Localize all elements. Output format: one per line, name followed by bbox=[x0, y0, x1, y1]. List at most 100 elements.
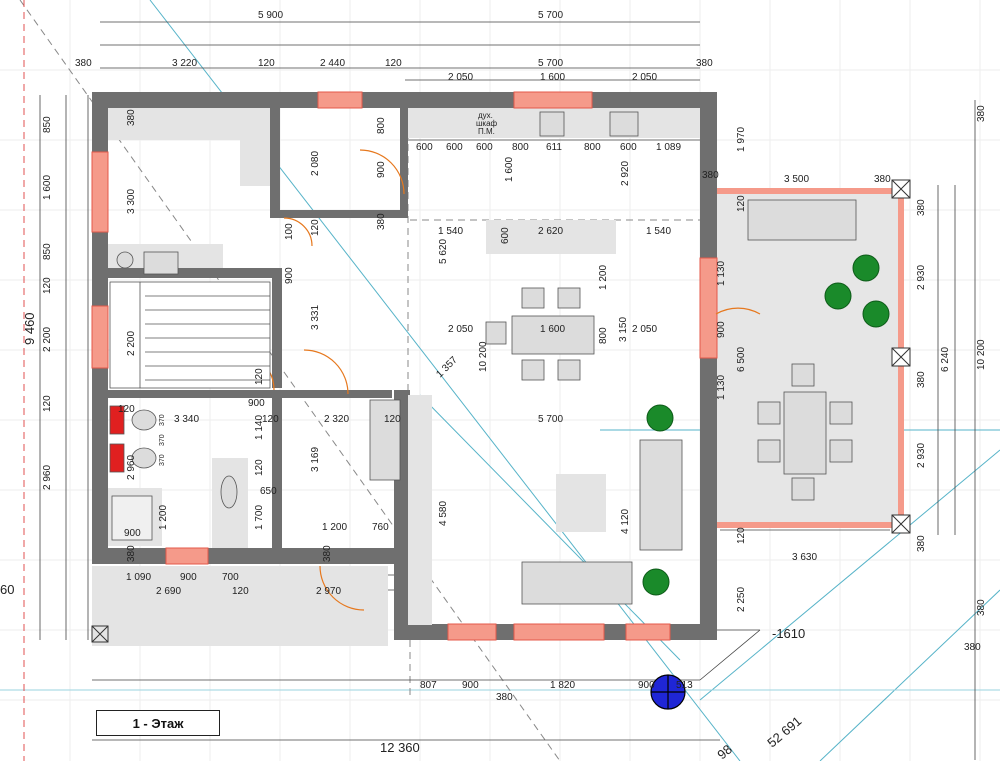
dim-terrace-17: 3 630 bbox=[792, 552, 817, 563]
dim-int-21: 1 200 bbox=[322, 522, 347, 533]
dim-int-25: 370 bbox=[159, 434, 166, 446]
dim-living-5: 2 620 bbox=[538, 226, 563, 237]
furniture bbox=[109, 111, 857, 605]
dim-overall-bottom: 12 360 bbox=[380, 740, 420, 755]
dim-terrace-20: 380 bbox=[976, 599, 987, 616]
cabinet-label-2: шкаф bbox=[476, 119, 498, 128]
dim-inner-5: 1 200 bbox=[158, 505, 169, 530]
dim-terrace-8: 2 930 bbox=[916, 265, 927, 290]
dim-living-9: 2 050 bbox=[448, 324, 473, 335]
dim-kitchen-4: 800 bbox=[512, 142, 529, 153]
dim-int-23: 900 bbox=[124, 528, 141, 539]
dim-terrace-11: 1 130 bbox=[716, 375, 727, 400]
dim-left-2: 1 600 bbox=[42, 175, 53, 200]
dim-kitchen-7: 600 bbox=[620, 142, 637, 153]
dim-terrace-14: 6 240 bbox=[940, 347, 951, 372]
dim-diag-2: 98 bbox=[714, 742, 735, 761]
dim-living-8: 1 200 bbox=[598, 265, 609, 290]
dim-top2-5: 120 bbox=[385, 58, 402, 69]
dim-overall-left: 9 460 bbox=[22, 312, 37, 345]
dim-int-13: 120 bbox=[262, 414, 279, 425]
dim-overall-right: 10 200 bbox=[976, 339, 987, 370]
dim-top2-2: 3 220 bbox=[172, 58, 197, 69]
cabinet-label-1: дух. bbox=[478, 111, 493, 120]
dim-living-2: 2 920 bbox=[620, 161, 631, 186]
dim-kitchen-5: 611 bbox=[546, 142, 562, 153]
dim-top3-2: 1 600 bbox=[540, 72, 565, 83]
dim-terrace-1: 1 970 bbox=[736, 127, 747, 152]
dim-int-28: 900 bbox=[180, 572, 197, 583]
dim-living-15: 10 200 bbox=[478, 341, 489, 372]
dim-bottom-5: 900 bbox=[638, 680, 655, 691]
dim-int-7: 900 bbox=[284, 267, 295, 284]
dim-living-7: 5 620 bbox=[438, 239, 449, 264]
dim-int-18: 120 bbox=[254, 459, 265, 476]
dim-living-16: 5 700 bbox=[538, 414, 563, 425]
dim-int-24: 370 bbox=[159, 414, 166, 426]
dim-inner-2: 3 300 bbox=[126, 189, 137, 214]
dim-terrace-3: 380 bbox=[976, 105, 987, 122]
dim-int-26: 370 bbox=[159, 454, 166, 466]
cabinet-label-3: П.М. bbox=[478, 127, 495, 136]
dim-living-14: 1 357 bbox=[434, 354, 460, 380]
dim-top3-3: 2 050 bbox=[632, 72, 657, 83]
dim-terrace-16: 120 bbox=[736, 527, 747, 544]
dim-living-6: 1 540 bbox=[646, 226, 671, 237]
corner-marker bbox=[91, 625, 109, 643]
dim-living-4: 600 bbox=[500, 227, 511, 244]
dim-top3-1: 2 050 bbox=[448, 72, 473, 83]
dim-int-32: 380 bbox=[322, 545, 333, 562]
dim-bottom-3: 380 bbox=[496, 692, 513, 703]
dim-int-30: 2 690 bbox=[156, 586, 181, 597]
dim-int-29: 700 bbox=[222, 572, 239, 583]
dim-int-8: 3 331 bbox=[310, 305, 321, 330]
dim-living-10: 1 600 bbox=[540, 324, 565, 335]
dim-top2-4: 2 440 bbox=[320, 58, 345, 69]
windows bbox=[91, 91, 718, 641]
dim-kitchen-1: 600 bbox=[416, 142, 433, 153]
dim-living-12: 2 050 bbox=[632, 324, 657, 335]
level-mark: -1610 bbox=[772, 626, 805, 641]
dim-int-15: 120 bbox=[384, 414, 401, 425]
dim-top-1: 5 900 bbox=[258, 10, 283, 21]
dim-inner-3: 2 200 bbox=[126, 331, 137, 356]
dim-terrace-15: 2 930 bbox=[916, 443, 927, 468]
dim-left-1: 850 bbox=[42, 116, 53, 133]
dim-inner-1: 380 bbox=[126, 109, 137, 126]
dim-int-14: 2 320 bbox=[324, 414, 349, 425]
dimension-labels: 5 900 5 700 380 3 220 120 2 440 120 5 70… bbox=[0, 10, 987, 761]
dim-bottom-2: 900 bbox=[462, 680, 479, 691]
dim-terrace-12: 6 500 bbox=[736, 347, 747, 372]
dim-int-31: 120 bbox=[232, 586, 249, 597]
floor-label: 1 - Этаж bbox=[96, 710, 220, 736]
dim-living-1: 1 600 bbox=[504, 157, 515, 182]
dim-living-17: 4 580 bbox=[438, 501, 449, 526]
dim-bottom-6: 513 bbox=[676, 680, 693, 691]
dim-int-5: 100 bbox=[284, 223, 295, 240]
dim-top2-3: 120 bbox=[258, 58, 275, 69]
dim-int-10: 900 bbox=[248, 398, 265, 409]
dim-left-3: 850 bbox=[42, 243, 53, 260]
dim-top-2: 5 700 bbox=[538, 10, 563, 21]
corner-marker-box bbox=[91, 625, 109, 643]
dim-terrace-6: 120 bbox=[736, 195, 747, 212]
dim-int-20: 1 700 bbox=[254, 505, 265, 530]
dim-bottom-4: 1 820 bbox=[550, 680, 575, 691]
dim-terrace-9: 1 130 bbox=[716, 261, 727, 286]
dim-overall-left-cut: 60 bbox=[0, 582, 14, 597]
dim-left-7: 2 960 bbox=[42, 465, 53, 490]
dim-kitchen-6: 800 bbox=[584, 142, 601, 153]
dim-terrace-7: 380 bbox=[916, 199, 927, 216]
dim-living-3: 1 540 bbox=[438, 226, 463, 237]
dim-kitchen-2: 600 bbox=[446, 142, 463, 153]
dimension-lines bbox=[39, 21, 976, 760]
dim-left-5: 2 200 bbox=[42, 327, 53, 352]
dim-int-3: 900 bbox=[376, 161, 387, 178]
dim-int-17: 3 169 bbox=[310, 447, 321, 472]
dim-terrace-18: 380 bbox=[916, 535, 927, 552]
dim-inner-6: 380 bbox=[126, 545, 137, 562]
dim-top2-6: 5 700 bbox=[538, 58, 563, 69]
dim-int-4: 380 bbox=[376, 213, 387, 230]
dim-living-18: 4 120 bbox=[620, 509, 631, 534]
dim-int-22: 760 bbox=[372, 522, 389, 533]
